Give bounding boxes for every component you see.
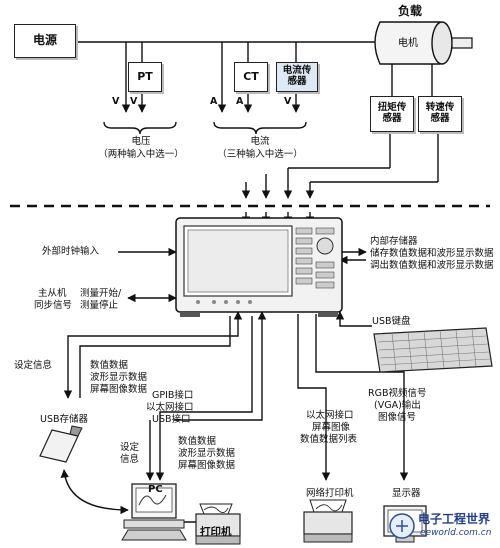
power-analyzer-icon (175, 217, 343, 317)
printer-label: 打印机 (200, 526, 232, 538)
power-source-label: 电源 (32, 33, 57, 48)
voltage-group-label: 电压 (131, 136, 151, 147)
a-label-2: A (236, 96, 244, 107)
setting-info2-a-label: 设定 (120, 442, 140, 453)
usb-port-label: USB接口 (152, 414, 191, 425)
numeric-data-label: 数值数据 (90, 360, 129, 371)
motor-icon (374, 21, 473, 65)
current-sensor-box: 电流传感器 (276, 62, 318, 92)
v-label-1: V (112, 96, 120, 107)
gpib-label: GPIB接口 (152, 390, 194, 401)
sync-signal-label: 同步信号 (34, 300, 73, 311)
setting-info-label: 设定信息 (14, 360, 53, 371)
measure-stop-label: 测量停止 (80, 300, 119, 311)
usb-keyboard-label: USB键盘 (372, 316, 411, 327)
usb-storage-label: USB存储器 (40, 414, 89, 425)
ct-label: CT (243, 69, 259, 83)
ethernet-label: 以太网接口 (146, 402, 194, 413)
current-choice-label: （三种输入中选一） (217, 149, 303, 160)
a-label-1: A (210, 96, 218, 107)
rgb-signal-label: RGB视频信号 (368, 388, 427, 399)
printer-icon (195, 503, 241, 545)
master-slave-label: 主从机 (38, 288, 67, 299)
speed-sensor-label: 转速传感器 (425, 102, 455, 124)
load-title: 负载 (398, 4, 423, 18)
current-sensor-label: 电流传感器 (282, 65, 312, 87)
screen-image-label: 屏幕图像 (312, 422, 351, 433)
vga-output-label: (VGA)输出 (374, 400, 421, 411)
measure-start-label: 测量开始/ (80, 288, 122, 299)
v-label-2: V (130, 96, 138, 107)
network-printer-icon (303, 499, 353, 543)
recall-line-label: 调出数值数据和波形显示数据 (370, 260, 494, 271)
image-signal-label: 图像信号 (378, 412, 417, 423)
torque-sensor-label: 扭矩传感器 (377, 102, 407, 124)
power-source-box: 电源 (14, 24, 76, 58)
numeric-data2-label: 数值数据 (178, 436, 217, 447)
display-label: 显示器 (392, 488, 421, 499)
internal-memory-label: 内部存储器 (370, 236, 418, 247)
torque-sensor-box: 扭矩传感器 (370, 96, 414, 132)
keyboard-icon (373, 327, 493, 373)
numeric-list-label: 数值数据列表 (300, 434, 358, 445)
setting-info2-b-label: 信息 (120, 454, 140, 465)
store-line-label: 储存数值数据和波形显示数据 (370, 248, 494, 259)
pc-icon (121, 483, 187, 541)
motor-label: 电机 (398, 38, 418, 49)
waveform-data2-label: 波形显示数据 (178, 448, 236, 459)
screen-data2-label: 屏幕图像数据 (178, 460, 236, 471)
watermark-cn: 电子工程世界 (418, 512, 491, 526)
speed-sensor-box: 转速传感器 (418, 96, 462, 132)
ct-box: CT (234, 62, 268, 92)
eth-port2-label: 以太网接口 (306, 410, 354, 421)
screen-data-label: 屏幕图像数据 (90, 384, 148, 395)
eeworld-logo-icon (389, 513, 415, 539)
network-printer-label: 网络打印机 (306, 488, 354, 499)
ext-clock-label: 外部时钟输入 (42, 246, 100, 257)
pt-label: PT (137, 69, 153, 83)
watermark-url: eeworld.com.cn (420, 528, 492, 538)
current-group-label: 电流 (250, 136, 270, 147)
waveform-data-label: 波形显示数据 (90, 372, 148, 383)
pc-label: PC (148, 484, 163, 495)
v-label-3: V (284, 96, 292, 107)
pt-box: PT (128, 62, 162, 92)
voltage-choice-label: （两种输入中选一） (98, 149, 184, 160)
usb-storage-icon (39, 425, 83, 463)
